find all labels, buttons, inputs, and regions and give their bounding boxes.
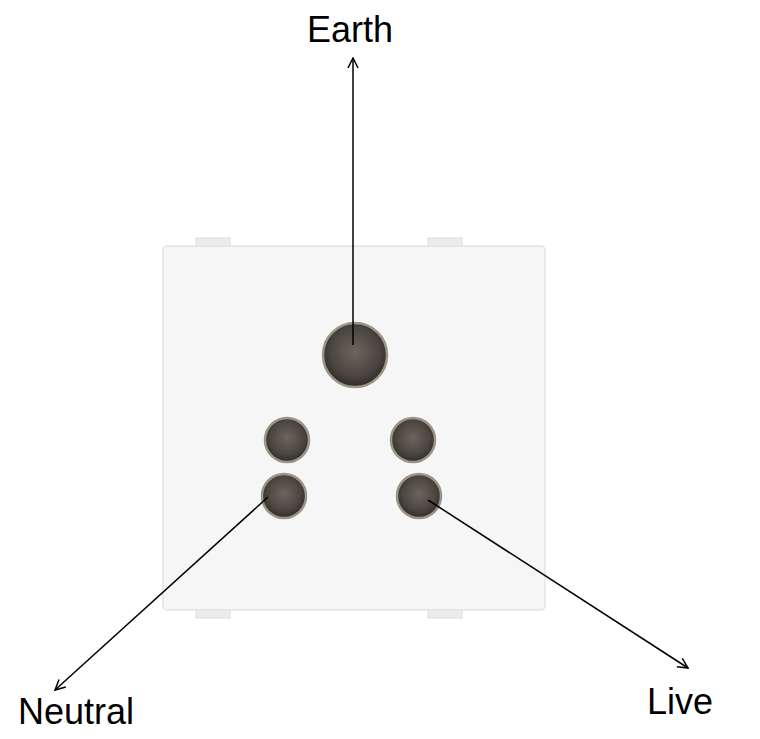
earth-label: Earth <box>307 10 393 50</box>
leader-arrow <box>352 58 354 345</box>
neutral-label: Neutral <box>18 692 134 732</box>
leader-arrow <box>55 497 268 690</box>
socket-hole <box>262 323 441 518</box>
live-label: Live <box>647 682 713 722</box>
socket-plate <box>163 246 545 610</box>
leader-arrow <box>428 500 688 668</box>
